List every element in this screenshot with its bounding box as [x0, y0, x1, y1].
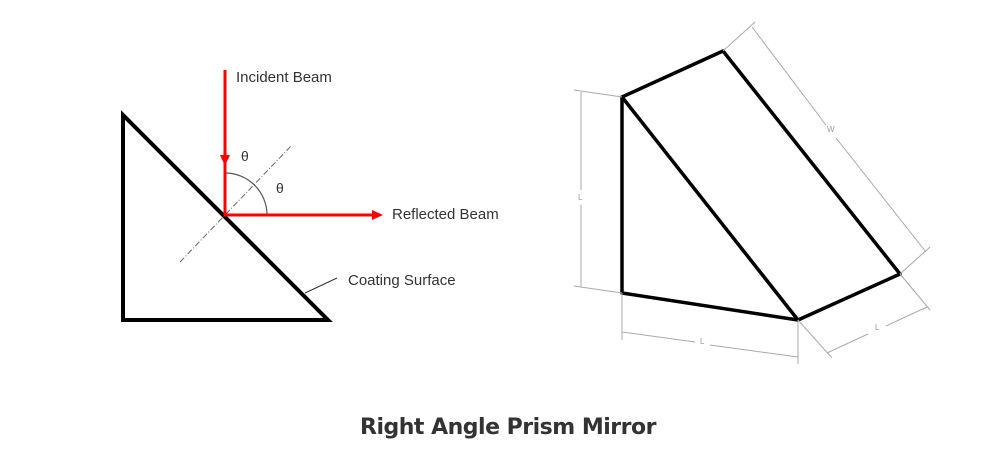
angle-arc: [224, 172, 268, 216]
dim-height-label: L: [578, 193, 583, 202]
dimension-lines: [573, 21, 931, 364]
dim-depth-label: L: [875, 323, 880, 332]
figure-title: Right Angle Prism Mirror: [360, 415, 656, 440]
reflected-beam-label: Reflected Beam: [392, 206, 499, 223]
coating-surface-label: Coating Surface: [348, 272, 456, 289]
angle-label-reflected: θ: [276, 180, 284, 196]
reflected-arrow: [372, 210, 383, 220]
angle-label-incident: θ: [241, 148, 249, 164]
incident-arrow: [220, 155, 230, 166]
coating-leader: [304, 277, 338, 294]
incident-beam-label: Incident Beam: [236, 69, 332, 86]
normal-line: [179, 144, 293, 263]
dim-width-label: W: [827, 125, 835, 134]
prism-cross-section: [121, 110, 333, 322]
dim-bottom-label: L: [700, 337, 705, 346]
prism-3d: [620, 49, 902, 322]
